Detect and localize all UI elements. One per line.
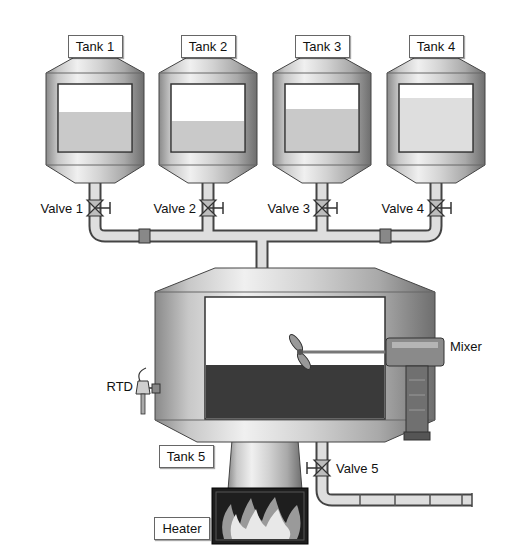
label-box: Tank 2 bbox=[181, 35, 236, 58]
label-box: Tank 1 bbox=[68, 35, 123, 58]
mixer-label: Mixer bbox=[450, 339, 482, 354]
valve-label: Valve 3 bbox=[268, 201, 310, 216]
box-text: Tank 2 bbox=[189, 39, 227, 54]
box-text: Tank 3 bbox=[303, 39, 341, 54]
valve-label: Valve 2 bbox=[154, 201, 196, 216]
label-box: Tank 4 bbox=[409, 35, 464, 58]
box-text: Tank 4 bbox=[417, 39, 455, 54]
box-text: Tank 1 bbox=[76, 39, 114, 54]
box-text: Heater bbox=[162, 521, 201, 536]
label-box: Heater bbox=[154, 517, 210, 540]
label-box: Tank 5 bbox=[159, 445, 214, 468]
valve-label: Valve 5 bbox=[336, 461, 378, 476]
box-text: Tank 5 bbox=[167, 449, 205, 464]
valve-label: Valve 4 bbox=[382, 201, 424, 216]
label-box: Tank 3 bbox=[295, 35, 350, 58]
sensor-label: RTD bbox=[107, 379, 133, 394]
valve-label: Valve 1 bbox=[41, 201, 83, 216]
